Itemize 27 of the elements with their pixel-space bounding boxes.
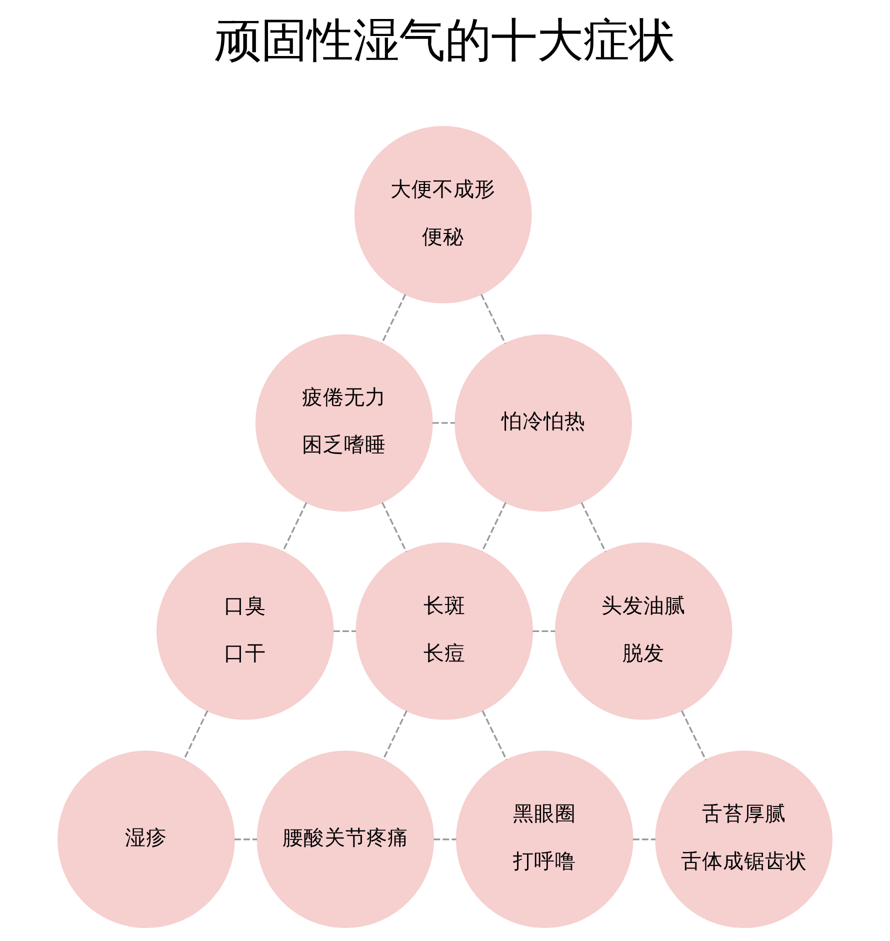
node-circle: 口臭 口干 [156,542,334,720]
node-circle: 黑眼圈 打呼噜 [456,750,634,928]
connector [480,294,506,344]
connector [381,294,406,344]
node-circle: 大便不成形 便秘 [354,126,532,304]
connector [183,710,208,760]
node-circle: 湿疹 [58,750,235,928]
connector [632,838,656,840]
connector [382,502,408,552]
connector [333,630,356,632]
node-circle: 怕冷怕热 [454,334,632,512]
connector [482,710,508,760]
connector [681,710,706,760]
connector [382,710,408,760]
node-circle: 舌苔厚腻 舌体成锯齿状 [655,750,832,928]
connector [481,502,506,552]
connector [234,838,258,840]
connector [282,502,308,552]
connector [532,630,556,632]
node-circle: 长斑 长痘 [356,542,534,720]
node-circle: 头发油腻 脱发 [554,542,732,720]
node-circle: 腰酸关节疼痛 [256,750,434,928]
connector [432,422,455,424]
connector [434,838,456,840]
connector [580,502,606,552]
diagram-title: 顽固性湿气的十大症状 [215,12,675,67]
node-circle: 疲倦无力 困乏嗜睡 [255,334,433,512]
